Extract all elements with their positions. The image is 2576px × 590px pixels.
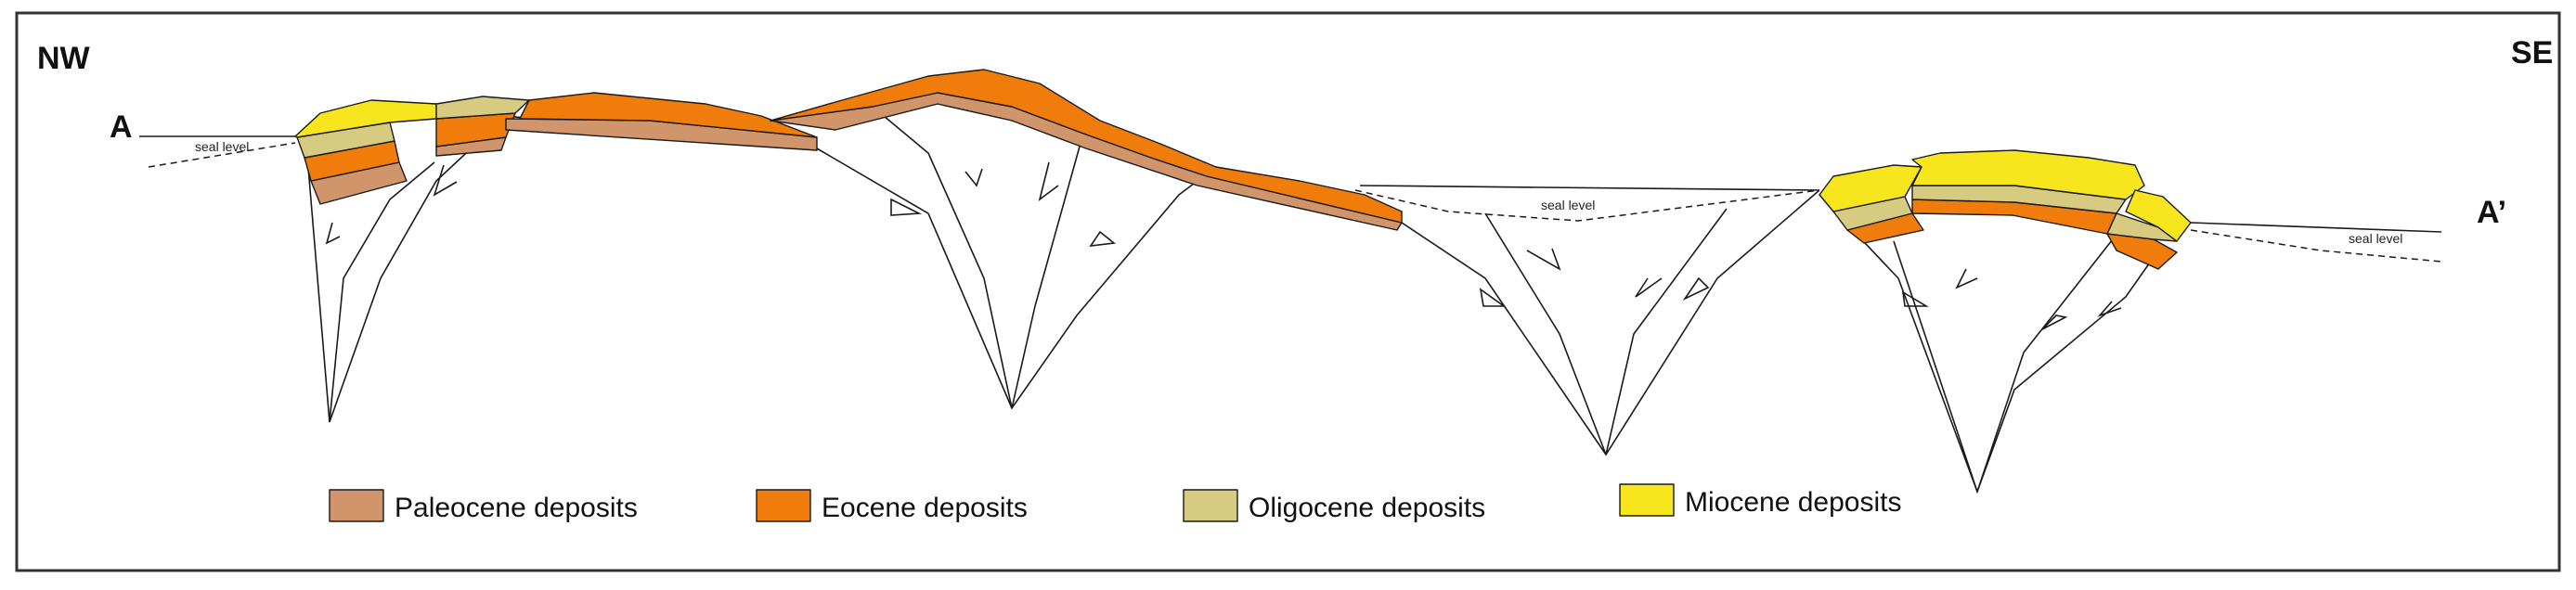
sea-level-line [2190, 229, 2442, 263]
fault-line [1484, 212, 1607, 455]
section-start-label: A [110, 109, 133, 145]
nw-label: NW [37, 41, 91, 76]
fault-slip-marker [1089, 230, 1116, 248]
fault-slip-marker [1479, 288, 1507, 307]
fault-line [1605, 208, 1728, 455]
basin-2 [770, 69, 1403, 410]
eocene-layer [519, 92, 818, 138]
se-label: SE [2511, 35, 2553, 71]
fault-line [1011, 129, 1085, 409]
fault-slip-marker [964, 168, 983, 187]
paleocene-swatch [329, 489, 384, 522]
fault-slip-marker [2041, 314, 2068, 330]
fault-line [1976, 222, 2127, 493]
land-surface-line [2190, 222, 2442, 233]
fault-line [329, 161, 435, 423]
miocene-layer [1911, 149, 2145, 200]
sea-level-label: seal level [1541, 198, 1595, 212]
fault-slip-marker [1635, 277, 1663, 298]
fault-line [816, 148, 1217, 410]
land-surface-line [1359, 185, 1820, 191]
legend-item-miocene: Miocene deposits [1619, 483, 1901, 518]
miocene-swatch [1619, 483, 1675, 517]
eocene-layer [770, 69, 1403, 224]
fault-slip-marker [325, 222, 341, 245]
legend-item-paleocene: Paleocene deposits [329, 489, 638, 523]
figure-frame [15, 11, 2561, 572]
oligocene-swatch [1183, 489, 1238, 522]
legend: Paleocene deposits Eocene deposits Oligo… [329, 483, 1901, 523]
fault-slip-marker [1955, 268, 1978, 289]
sea-level-line [148, 142, 296, 168]
fault-line [872, 106, 1013, 409]
fault-slip-marker [1038, 161, 1059, 201]
basin-3: seal level [1354, 185, 1820, 456]
legend-label: Paleocene deposits [395, 493, 638, 523]
fault-slip-marker [1682, 276, 1710, 301]
legend-item-oligocene: Oligocene deposits [1183, 489, 1485, 523]
fault-slip-marker [433, 164, 458, 197]
fault-slip-marker [1901, 290, 1929, 307]
oligocene-layer [435, 96, 530, 120]
eocene-swatch [756, 489, 811, 522]
sea-level-label: seal level [195, 139, 249, 154]
fault-slip-marker [890, 198, 922, 216]
legend-label: Oligocene deposits [1249, 493, 1485, 523]
legend-label: Miocene deposits [1685, 487, 1901, 518]
fault-line [1819, 194, 2159, 494]
fault-line [1893, 240, 1978, 493]
basin-1: seal level [139, 92, 818, 423]
basin-4: seal level [1819, 149, 2442, 494]
section-end-label: A’ [2477, 195, 2506, 230]
fault-slip-marker [1526, 248, 1561, 271]
sea-level-label: seal level [2349, 231, 2402, 246]
sea-level-line [1354, 189, 1820, 222]
oligocene-layer [2106, 212, 2178, 242]
miocene-layer [2125, 189, 2192, 242]
legend-label: Eocene deposits [822, 493, 1028, 523]
fault-slip-marker [2097, 301, 2122, 317]
legend-item-eocene: Eocene deposits [756, 489, 1028, 523]
fault-line [1401, 189, 1820, 456]
